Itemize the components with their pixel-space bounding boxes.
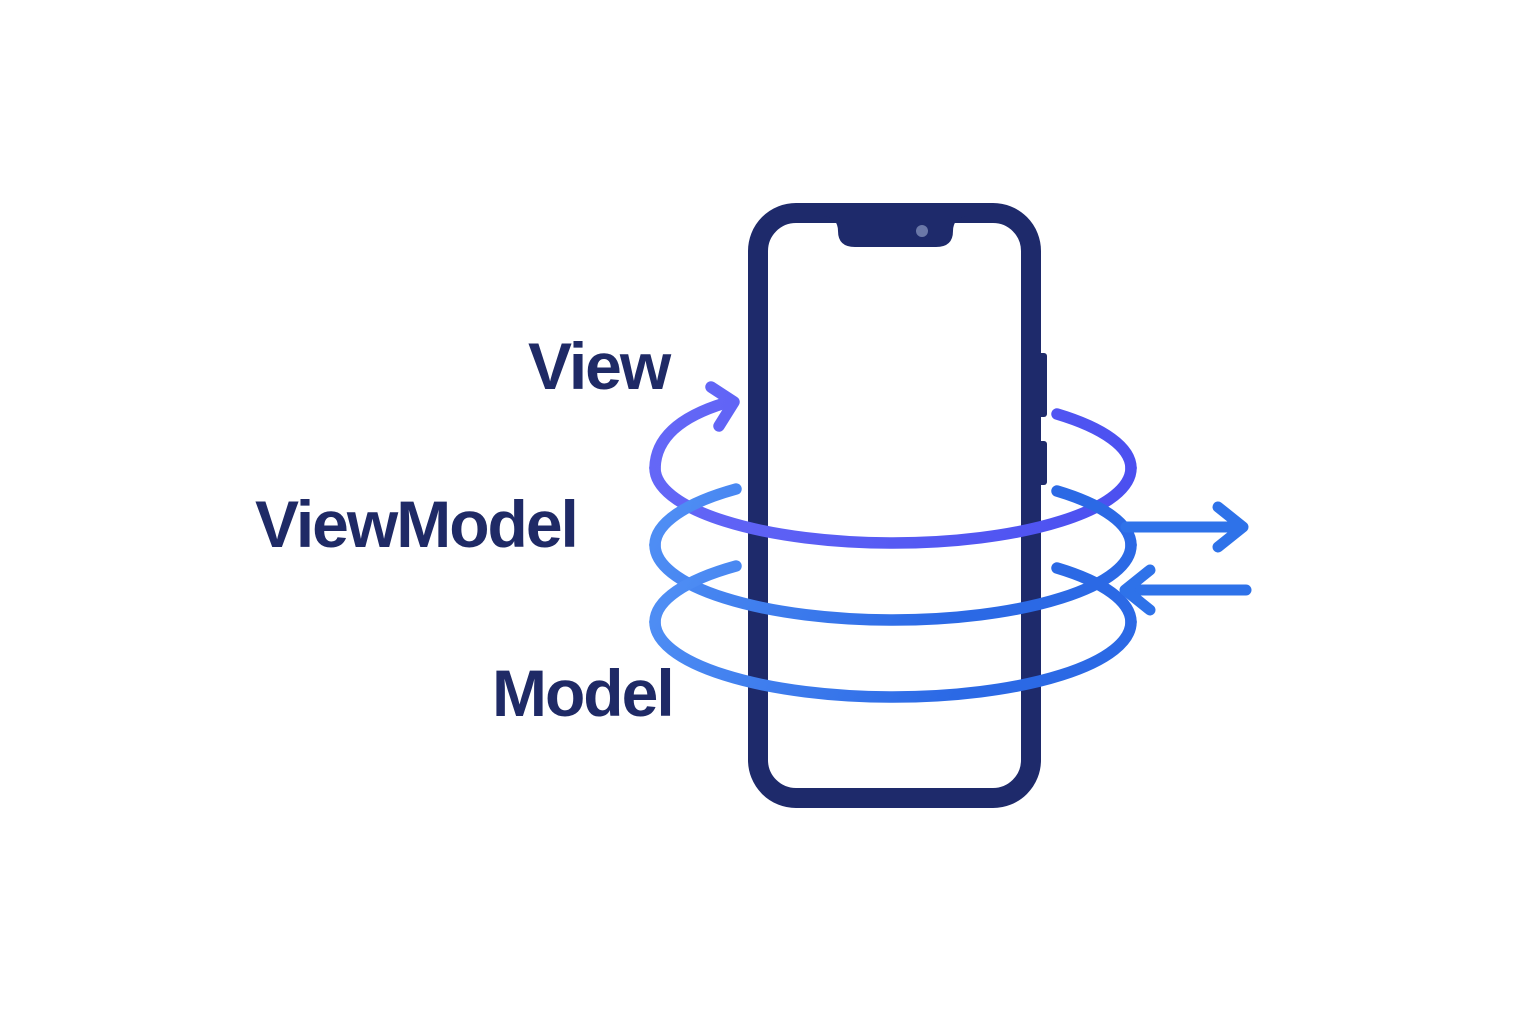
model-label: Model	[492, 656, 675, 730]
camera-dot-icon	[916, 225, 928, 237]
viewmodel-ring-front-arc	[649, 539, 1137, 626]
data-in-arrow-left-icon	[1119, 564, 1252, 616]
viewmodel-orbit-ring	[649, 483, 1137, 626]
view-label: View	[528, 329, 671, 403]
phone-frame	[748, 203, 1041, 808]
model-ring-front-arc	[649, 616, 1137, 703]
model-ring-back-left-stub	[649, 560, 742, 628]
viewmodel-ring-back-left-stub	[649, 483, 742, 551]
view-cycle-arrowhead-icon	[705, 381, 740, 432]
view-ring-arrow-curve	[649, 397, 731, 474]
viewmodel-label: ViewModel	[255, 487, 579, 561]
view-ring-front-arc	[649, 462, 1137, 549]
view-orbit-ring	[649, 381, 1137, 549]
model-ring-back-right-stub	[1051, 562, 1137, 628]
viewmodel-ring-back-right-stub	[1051, 485, 1137, 551]
view-ring-back-right-stub	[1051, 408, 1137, 474]
phone-notch	[824, 208, 967, 247]
model-orbit-ring	[649, 560, 1137, 703]
data-out-arrow-right-icon	[1120, 501, 1249, 553]
smartphone-icon	[748, 203, 1047, 808]
